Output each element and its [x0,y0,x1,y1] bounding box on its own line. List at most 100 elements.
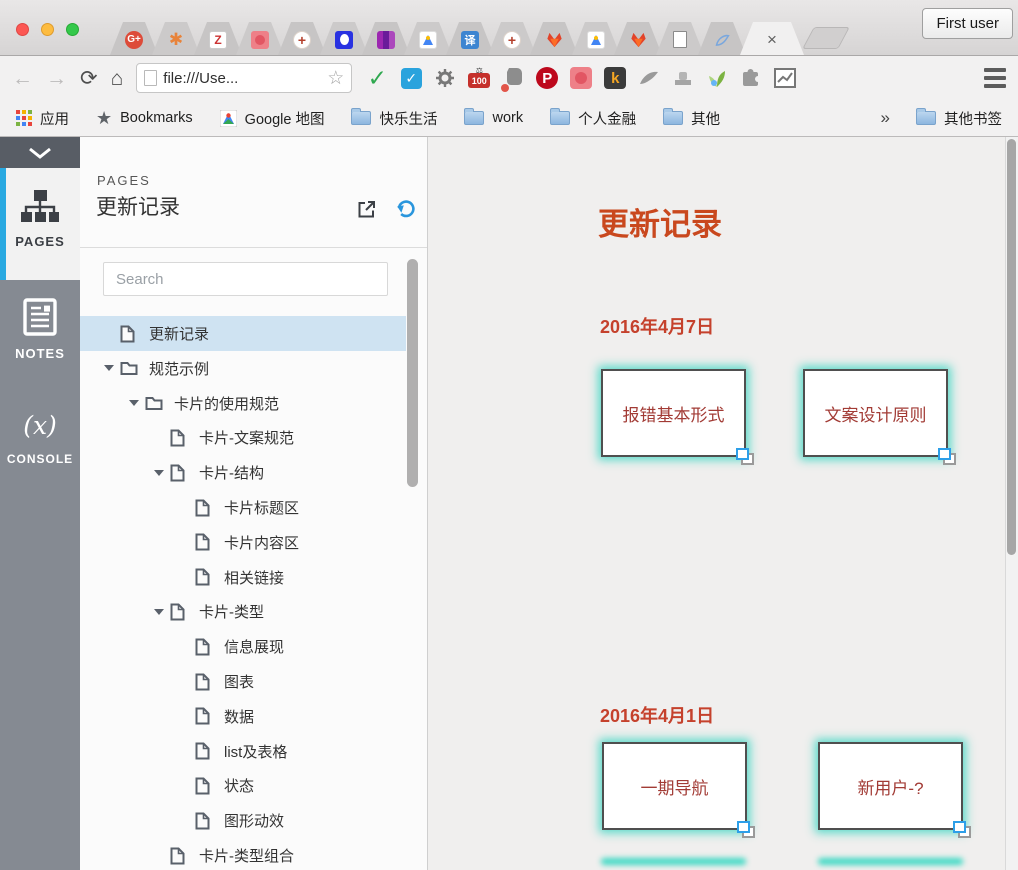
widget-note-icon[interactable] [736,448,754,465]
reload-icon[interactable]: ⟳ [80,66,98,90]
page-scrollbar-thumb[interactable] [1007,139,1016,555]
bookmark-item[interactable]: ★Bookmarks [96,109,193,127]
browser-tab[interactable] [530,21,578,55]
card-label: 新用户-? [857,778,924,798]
widget-note-icon[interactable] [953,821,971,838]
blank-document-icon [673,31,687,48]
minimize-window-icon[interactable] [41,23,54,36]
new-tab-button[interactable] [802,27,850,49]
bookmark-item[interactable]: 其他 [663,108,720,129]
bookmark-label: 快乐生活 [379,111,438,128]
pinterest-icon[interactable]: P [535,66,559,90]
card-label: 报错基本形式 [622,405,725,425]
widget-note-icon[interactable] [737,821,755,838]
bookmark-item[interactable]: 应用 [16,108,69,129]
other-bookmarks-folder[interactable]: 其他书签 [916,108,1002,129]
page-scrollbar[interactable] [1005,137,1018,870]
pink-square-icon[interactable] [569,66,593,90]
bookmark-item[interactable]: 个人金融 [550,108,636,129]
sidebar-item-notes[interactable]: NOTES [0,295,80,361]
tree-item[interactable]: 规范示例 [80,351,406,386]
open-in-new-window-icon[interactable] [356,199,377,225]
url-text[interactable]: file:///Use... [163,69,239,87]
tree-item[interactable]: 卡片-结构 [80,455,406,490]
tree-item[interactable]: 更新记录 [80,316,406,351]
hummingbird-icon[interactable] [637,66,661,90]
gitlab-fox-icon [545,31,563,49]
tree-item[interactable]: list及表格 [80,734,406,769]
expand-arrow-icon[interactable] [97,365,120,372]
active-tab[interactable]: × [740,21,804,55]
tree-item[interactable]: 卡片标题区 [80,490,406,525]
browser-tab[interactable] [572,21,620,55]
prototype-card-link[interactable]: 一期导航 [602,742,755,838]
tree-item[interactable]: 卡片内容区 [80,525,406,560]
bookmark-star-icon[interactable]: ☆ [327,67,345,89]
browser-tab[interactable] [320,21,368,55]
collapse-panel-button[interactable] [0,137,80,168]
browser-tab[interactable]: ✱ [152,21,200,55]
browser-tab[interactable] [656,21,704,55]
gray-gears-icon[interactable] [433,66,457,90]
green-check-icon[interactable]: ✓ [367,64,387,91]
tree-item-label: 信息展现 [224,639,285,657]
sidebar-item-pages[interactable]: PAGES [0,168,80,280]
locate-current-page-icon[interactable] [394,199,417,225]
address-bar[interactable]: file:///Use... ☆ [136,63,353,93]
tab-close-icon[interactable]: × [767,29,777,49]
widget-note-icon[interactable] [938,448,956,465]
tree-item[interactable]: 卡片-类型组合 [80,838,406,870]
forward-icon[interactable]: → [46,66,67,90]
tree-item[interactable]: 图表 [80,664,406,699]
tree-item[interactable]: 数据 [80,699,406,734]
expand-arrow-icon[interactable] [147,469,170,476]
close-window-icon[interactable] [16,23,29,36]
zoom-window-icon[interactable] [66,23,79,36]
plant-icon[interactable] [705,66,729,90]
tree-item[interactable]: 状态 [80,768,406,803]
puzzle-icon[interactable] [739,66,763,90]
panel-scrollbar[interactable] [407,259,418,487]
menu-icon[interactable] [984,68,1006,88]
tree-item[interactable]: 图形动效 [80,803,406,838]
browser-tab[interactable]: 译 [446,21,494,55]
browser-tab[interactable]: + [278,21,326,55]
tree-item[interactable]: 信息展现 [80,629,406,664]
k-letter-icon[interactable]: k [603,66,627,90]
sidebar-item-console[interactable]: (x) CONSOLE [0,411,80,466]
bookmarks-overflow-chevron[interactable]: » [880,108,890,127]
browser-tab[interactable] [236,21,284,55]
tree-item[interactable]: 卡片-文案规范 [80,420,406,455]
expand-arrow-icon[interactable] [122,400,145,407]
profile-button[interactable]: First user [922,8,1013,39]
back-icon[interactable]: ← [12,66,33,90]
tree-item-label: 规范示例 [149,360,210,378]
evernote-icon[interactable] [501,66,525,92]
expand-arrow-icon[interactable] [147,608,170,615]
home-icon[interactable]: ⌂ [110,66,124,90]
blue-checkbox-icon[interactable]: ✓ [399,66,423,90]
browser-tab[interactable] [362,21,410,55]
prototype-card-link[interactable]: 文案设计原则 [803,369,956,465]
browser-tab[interactable]: + [488,21,536,55]
browser-tab[interactable]: Z [194,21,242,55]
prototype-card-link[interactable]: 新用户-? [818,742,971,838]
browser-tab[interactable]: G+ [110,21,158,55]
bookmark-label: 应用 [40,111,69,128]
search-input[interactable] [103,262,388,296]
browser-tab[interactable] [404,21,452,55]
tree-item[interactable]: 卡片的使用规范 [80,386,406,421]
bookmark-item[interactable]: Google 地图 [219,108,324,129]
hundred-badge-icon[interactable]: ⚖100 [467,66,491,90]
prototype-card-link[interactable]: 报错基本形式 [601,369,754,465]
tree-item[interactable]: 相关链接 [80,560,406,595]
browser-tab[interactable] [614,21,662,55]
bookmark-item[interactable]: work [464,108,523,126]
tree-item[interactable]: 卡片-类型 [80,594,406,629]
chart-icon[interactable] [773,66,797,90]
browser-tab[interactable] [698,21,746,55]
stamp-icon[interactable] [671,66,695,90]
bookmark-item[interactable]: 快乐生活 [351,108,437,129]
